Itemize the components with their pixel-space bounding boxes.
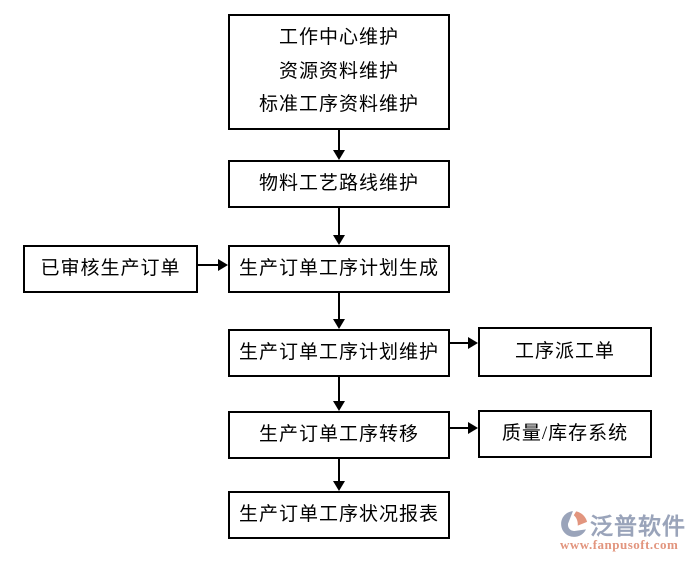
box-label: 生产订单工序计划维护 bbox=[238, 341, 439, 363]
box-line-work-center: 工作中心维护 bbox=[278, 26, 399, 48]
box-order-process-transfer: 生产订单工序转移 bbox=[228, 411, 450, 459]
box-label: 工序派工单 bbox=[514, 340, 615, 362]
box-master-data-maintenance: 工作中心维护 资源资料维护 标准工序资料维护 bbox=[228, 14, 450, 130]
box-label: 生产订单工序计划生成 bbox=[238, 257, 439, 279]
box-label: 生产订单工序状况报表 bbox=[238, 503, 439, 525]
box-quality-inventory-system: 质量/库存系统 bbox=[478, 410, 652, 458]
box-label: 生产订单工序转移 bbox=[258, 423, 419, 445]
fanpu-logo-icon bbox=[561, 511, 588, 537]
box-order-process-plan-maintain: 生产订单工序计划维护 bbox=[228, 329, 450, 377]
arrow-generate-to-maintain-icon bbox=[333, 293, 345, 329]
box-process-dispatch-order: 工序派工单 bbox=[478, 327, 652, 377]
arrow-maintain-to-transfer-icon bbox=[333, 377, 345, 411]
box-label: 已审核生产订单 bbox=[40, 257, 181, 279]
arrow-transfer-to-quality-icon bbox=[449, 422, 478, 434]
box-line-standard-process: 标准工序资料维护 bbox=[258, 94, 419, 116]
arrow-approved-to-generate-icon bbox=[198, 259, 228, 271]
fanpu-website-url: www.fanpusoft.com bbox=[560, 537, 679, 552]
box-order-process-status-report: 生产订单工序状况报表 bbox=[228, 491, 450, 539]
box-line-resource-data: 资源资料维护 bbox=[278, 60, 399, 82]
box-approved-production-order: 已审核生产订单 bbox=[23, 245, 198, 293]
arrow-routing-to-generate-icon bbox=[333, 208, 345, 245]
box-label: 物料工艺路线维护 bbox=[258, 172, 419, 194]
arrow-transfer-to-report-icon bbox=[333, 459, 345, 491]
arrow-maintain-to-dispatch-icon bbox=[449, 337, 478, 349]
box-label: 质量/库存系统 bbox=[501, 422, 629, 444]
fanpu-brand-text: 泛普软件 bbox=[590, 513, 686, 539]
arrow-master-to-routing-icon bbox=[333, 130, 345, 160]
box-order-process-plan-generate: 生产订单工序计划生成 bbox=[228, 245, 450, 293]
box-material-routing-maintenance: 物料工艺路线维护 bbox=[228, 160, 450, 208]
